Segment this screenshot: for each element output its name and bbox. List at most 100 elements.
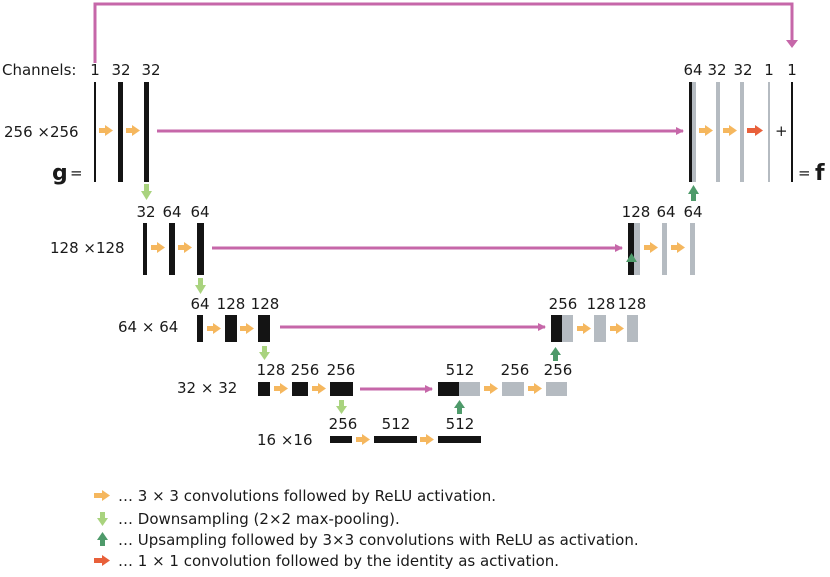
concat-decoder-bar [634, 223, 640, 275]
decoder-bar [716, 82, 720, 182]
channel-label: 32 [733, 61, 752, 79]
up-arrow-icon [97, 532, 108, 546]
channel-label: 256 [327, 361, 356, 379]
conv-arrow-icon [207, 323, 221, 334]
decoder-bar [740, 82, 744, 182]
channel-label: 256 [329, 415, 358, 433]
conv-arrow-icon [644, 242, 658, 253]
channel-label: 128 [618, 295, 647, 313]
feature-bar [118, 82, 123, 182]
channel-label: 512 [382, 415, 411, 433]
channel-label: 512 [446, 415, 475, 433]
channel-label: 128 [622, 203, 651, 221]
resolution-label-32: 32 × 32 [177, 379, 237, 397]
g-symbol: g [52, 161, 68, 186]
up-arrow-icon [688, 185, 699, 201]
feature-bar [330, 436, 352, 443]
channel-label: 32 [111, 61, 130, 79]
channel-label: 64 [162, 203, 181, 221]
decoder-bar [594, 315, 606, 342]
channel-label: 1 [90, 61, 100, 79]
channel-label: 512 [446, 361, 475, 379]
channel-label: 32 [707, 61, 726, 79]
channel-label: 256 [291, 361, 320, 379]
plus-sign: + [775, 122, 788, 140]
feature-bar [143, 223, 147, 275]
conv-arrow-icon [312, 383, 326, 394]
up-arrow-icon [454, 400, 465, 414]
channel-label: 64 [683, 61, 702, 79]
decoder-bar [662, 223, 667, 275]
concat-encoder-bar [628, 223, 634, 275]
concat-decoder-bar [692, 82, 696, 182]
channels-label: Channels: [2, 61, 76, 79]
input-output-connection [93, 2, 794, 63]
feature-bar [197, 315, 203, 342]
decoder-bar [546, 382, 567, 396]
down-arrow-icon [141, 184, 152, 200]
conv-arrow-icon [577, 323, 591, 334]
conv-arrow-icon [151, 242, 165, 253]
legend-item-final-conv: … 1 × 1 convolution followed by the iden… [118, 552, 559, 570]
channel-label: 1 [787, 61, 797, 79]
resolution-label-128: 128 ×128 [50, 239, 125, 257]
conv-arrow-icon [178, 242, 192, 253]
conv-arrow-icon [699, 125, 713, 136]
decoder-bar [502, 382, 524, 396]
feature-bar [374, 436, 417, 443]
channel-label: 32 [141, 61, 160, 79]
output-bar [791, 82, 793, 182]
conv-arrow-icon [671, 242, 685, 253]
concat-encoder-bar [689, 82, 692, 182]
down-arrow-icon [195, 278, 206, 294]
input-output-arrowhead [786, 40, 798, 48]
conv-arrow-icon [240, 323, 254, 334]
channel-label: 128 [257, 361, 286, 379]
resolution-label-256: 256 ×256 [4, 123, 79, 141]
feature-bar [197, 223, 204, 275]
decoder-output-bar [768, 82, 770, 182]
conv-arrow-icon [723, 125, 737, 136]
concat-decoder-bar [459, 382, 480, 396]
down-arrow-icon [259, 346, 270, 360]
conv-arrow-icon [528, 383, 542, 394]
input-bar [94, 82, 96, 182]
feature-bar [330, 382, 353, 396]
feature-bar [292, 382, 308, 396]
channel-label: 64 [190, 203, 209, 221]
up-arrow-icon [626, 253, 637, 262]
concat-encoder-bar [438, 382, 459, 396]
legend: … 3 × 3 convolutions followed by ReLU ac… [94, 487, 639, 570]
g-equals: = [70, 164, 83, 182]
conv-arrow-icon [274, 383, 288, 394]
final-arrow-icon [747, 125, 763, 136]
decoder-bar [690, 223, 695, 275]
feature-bar [169, 223, 175, 275]
channel-label: 1 [764, 61, 774, 79]
channel-label: 32 [136, 203, 155, 221]
legend-item-downsampling: … Downsampling (2×2 max-pooling). [118, 510, 400, 528]
channel-label: 128 [587, 295, 616, 313]
conv-arrow-icon [484, 383, 498, 394]
down-arrow-icon [97, 512, 108, 526]
legend-item-upsampling: … Upsampling followed by 3×3 convolution… [118, 531, 639, 549]
channel-label: 256 [501, 361, 530, 379]
channel-label: 256 [544, 361, 573, 379]
decoder-bar [627, 315, 638, 342]
f-symbol: f [815, 161, 825, 186]
conv-arrow-icon [610, 323, 624, 334]
resolution-label-64: 64 × 64 [118, 318, 178, 336]
channel-label: 128 [217, 295, 246, 313]
conv-arrow-icon [420, 434, 434, 445]
channel-label: 256 [549, 295, 578, 313]
feature-bar [258, 315, 270, 342]
channel-label: 64 [656, 203, 675, 221]
feature-bar [144, 82, 149, 182]
conv-arrow-icon [94, 490, 110, 501]
conv-arrow-icon [356, 434, 370, 445]
concat-decoder-bar [562, 315, 573, 342]
f-equals: = [798, 164, 811, 182]
feature-bar [258, 382, 270, 396]
